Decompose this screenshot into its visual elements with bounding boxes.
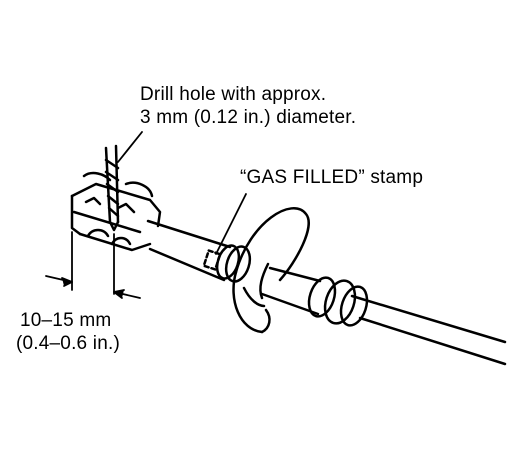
dimension-label-in: (0.4–0.6 in.): [16, 333, 120, 354]
piston-rod: [350, 294, 507, 366]
dust-boot: [259, 262, 337, 318]
stamp-box: [202, 249, 222, 271]
cylinder-body: [146, 219, 232, 282]
dimension-marks: [45, 231, 141, 299]
drill-hole-label-line1: Drill hole with approx.: [140, 84, 327, 105]
collar-flange: [232, 207, 310, 334]
dimension-label-mm: 10–15 mm: [20, 310, 112, 331]
leader-lines: [117, 131, 247, 255]
rod-end-rings: [323, 279, 369, 327]
drill-bit: [104, 144, 120, 232]
drill-hole-label-line2: 3 mm (0.12 in.) diameter.: [140, 107, 357, 128]
gas-filled-stamp-label: “GAS FILLED” stamp: [240, 167, 424, 188]
